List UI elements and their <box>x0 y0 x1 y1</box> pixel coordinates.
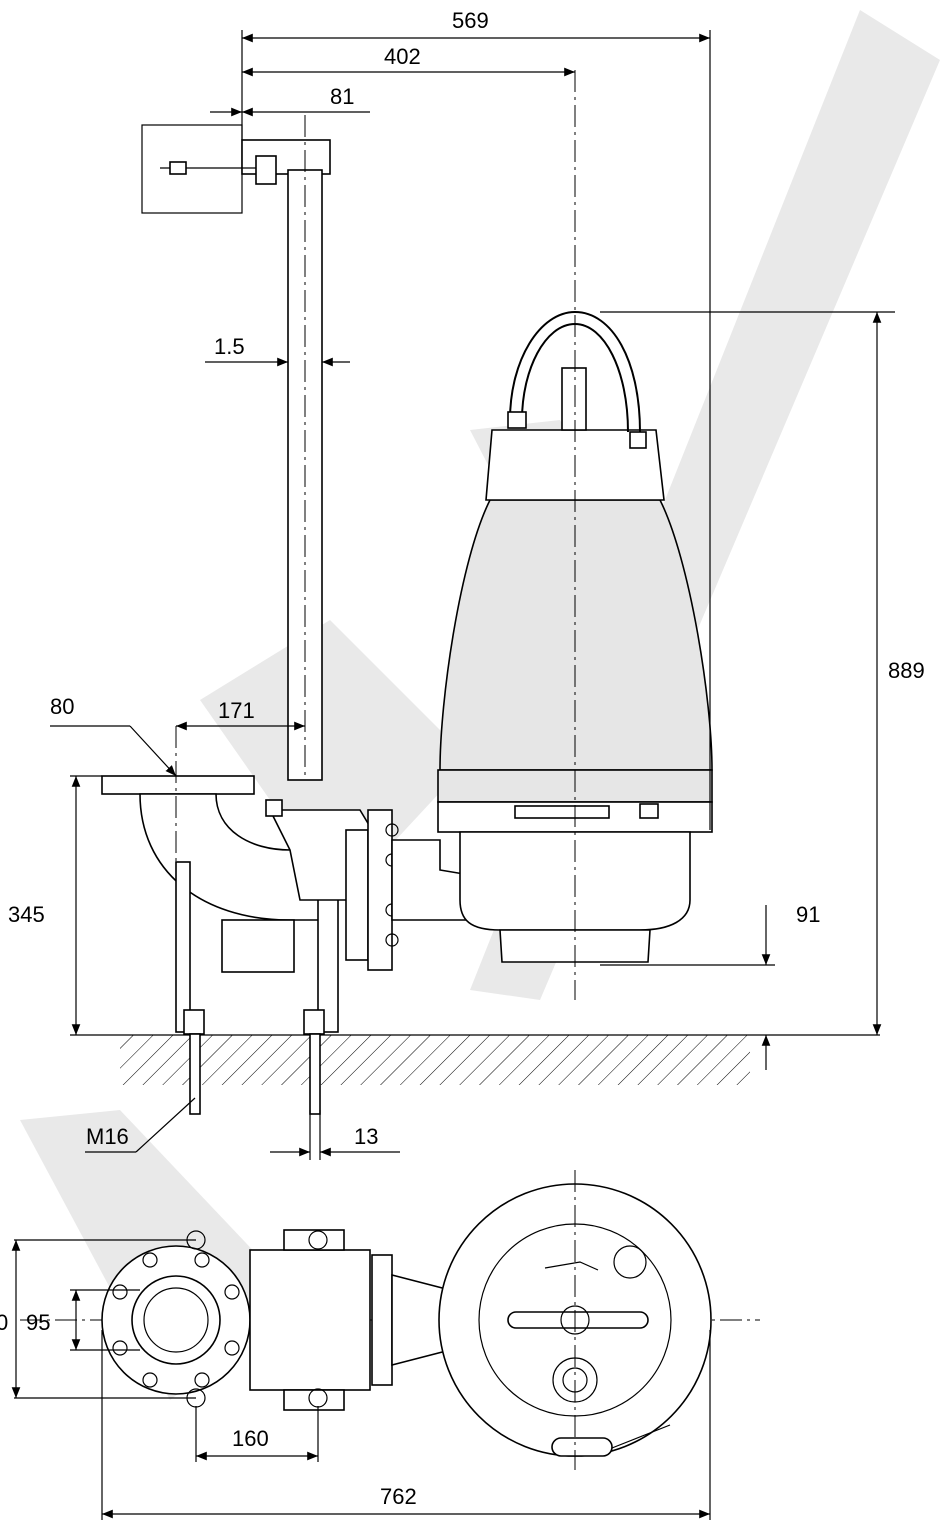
dim-889: 889 <box>888 658 925 683</box>
dim-569: 569 <box>452 8 489 33</box>
anchor-bolts <box>183 1009 325 1115</box>
floor <box>70 1034 880 1085</box>
dim-345: 345 <box>8 902 45 927</box>
dim-160: 160 <box>232 1426 269 1451</box>
dim-m16: M16 <box>86 1124 129 1149</box>
dim-plan-left: 0 <box>0 1310 8 1335</box>
dim-171: 171 <box>218 698 255 723</box>
dim-402: 402 <box>384 44 421 69</box>
auto-coupling <box>265 799 399 971</box>
lifting-handle <box>507 310 647 449</box>
plan-view <box>11 1170 760 1520</box>
guide-rail <box>287 115 323 781</box>
dim-80: 80 <box>50 694 74 719</box>
dim-1-5: 1.5 <box>214 334 245 359</box>
dim-95: 95 <box>26 1310 50 1335</box>
dim-762: 762 <box>380 1484 417 1509</box>
dim-81: 81 <box>330 84 354 109</box>
wall-bracket <box>141 124 331 214</box>
dim-91: 91 <box>796 902 820 927</box>
dim-13: 13 <box>354 1124 378 1149</box>
dimension-lines <box>50 30 895 1160</box>
discharge-elbow <box>101 726 339 1033</box>
